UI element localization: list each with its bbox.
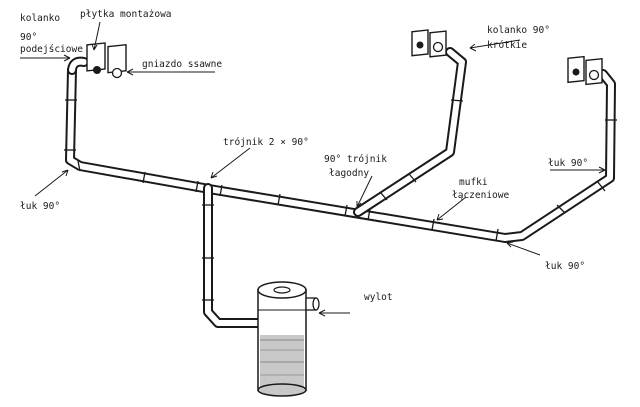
label-luk-left: łuk 90° — [20, 201, 60, 212]
label-kolanko-podejsciowe-3: podejściowe — [20, 44, 83, 55]
labels: kolanko 90° podejściowe płytka montażowa… — [20, 9, 588, 303]
label-trojnik-lagodny-1: 90° trójnik — [324, 154, 387, 165]
label-mufki-1: mufki — [459, 177, 488, 188]
pipe-joints — [64, 99, 617, 301]
label-luk-right-bottom: łuk 90° — [545, 261, 585, 272]
label-trojnik-lagodny-2: łagodny — [329, 168, 369, 179]
socket-right — [567, 55, 603, 86]
label-kolanko-krotkie-1: kolanko 90° — [487, 25, 550, 36]
label-trojnik-2x90: trójnik 2 × 90° — [223, 137, 309, 148]
socket-left — [86, 42, 127, 79]
label-kolanko-podejsciowe-2: 90° — [20, 32, 37, 43]
leader-lines — [20, 21, 606, 317]
label-mufki-2: łączeniowe — [452, 190, 509, 201]
vacuum-unit — [257, 281, 320, 397]
pipe-network — [65, 47, 616, 328]
label-kolanko-podejsciowe-1: kolanko — [20, 13, 60, 24]
label-gniazdo-ssawne: gniazdo ssawne — [142, 59, 222, 70]
label-luk-right-top: łuk 90° — [548, 158, 588, 169]
label-kolanko-krotkie-2: krótkie — [487, 40, 527, 51]
label-plytka-montazowa: płytka montażowa — [80, 9, 172, 20]
socket-center — [411, 29, 447, 58]
label-wylot: wylot — [364, 292, 393, 303]
